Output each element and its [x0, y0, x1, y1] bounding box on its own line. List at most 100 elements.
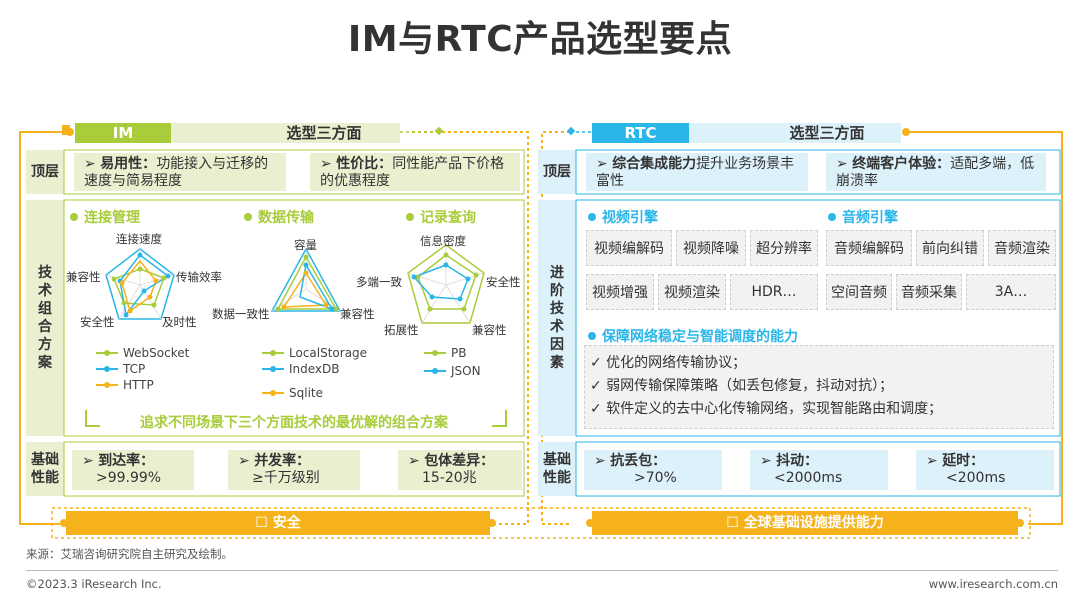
rtc-top-box-experience: ➢ 终端客户体验：适配多端，低崩溃率 — [826, 153, 1046, 191]
rtc-top-box-key: 综合集成能力 — [612, 156, 697, 172]
rtc-infrastructure-bar: ☐ 全球基础设施提供能力 — [592, 511, 1018, 535]
legend-item: PB — [424, 346, 466, 360]
network-item: ✓ 弱网传输保障策略（如丢包修复，抖动对抗）； — [590, 378, 894, 394]
rtc-section-video: 视频引擎 — [588, 207, 658, 227]
arrow-icon: ➢ — [760, 453, 772, 469]
rtc-top-box-text: 适配多端，低崩溃率 — [836, 156, 1035, 189]
rtc-top-box-text: 提升业务场景丰富性 — [596, 156, 795, 189]
legend-line-icon — [262, 390, 284, 396]
audio-item: 空间音频 — [826, 274, 892, 310]
legend-item: TCP — [96, 362, 145, 376]
audio-item: 音频渲染 — [988, 230, 1056, 266]
base-value: >70% — [634, 470, 677, 486]
legend-item: Sqlite — [262, 386, 323, 400]
rtc-adv-label-char: 因 — [550, 337, 564, 353]
rtc-tab: RTC — [624, 124, 657, 142]
im-tech-label-char: 案 — [38, 355, 52, 371]
section-title: 音频引擎 — [842, 210, 898, 226]
im-top-box-usability: ➢ 易用性：功能接入与迁移的速度与简易程度 — [74, 153, 286, 191]
legend-label: TCP — [123, 362, 146, 376]
base-key: 包体差异： — [424, 453, 495, 469]
audio-item: 音频编解码 — [826, 230, 912, 266]
bullet-icon — [828, 213, 836, 221]
rtc-adv-label: 进 阶 技 术 因 素 — [538, 200, 576, 436]
page-title: IM与RTC产品选型要点 — [347, 19, 733, 60]
arrow-icon: ➢ — [596, 156, 608, 172]
base-key: 延时： — [942, 453, 985, 469]
arrow-icon: ➢ — [926, 453, 938, 469]
legend-line-icon — [96, 366, 118, 372]
section-title: 记录查询 — [420, 210, 476, 226]
radar-axis-label: 数据一致性 — [212, 307, 270, 321]
radar-axis-label: 及时性 — [162, 315, 197, 329]
arrow-icon: ➢ — [836, 156, 848, 172]
network-item: ✓ 优化的网络传输协议； — [590, 355, 747, 371]
im-conclusion: 追求不同场景下三个方面技术的最优解的组合方案 — [140, 415, 448, 431]
rtc-base-box: ➢ 抗丢包： >70% — [584, 450, 722, 490]
legend-label: HTTP — [123, 378, 154, 392]
radar-charts — [105, 244, 485, 324]
network-list — [584, 345, 1054, 429]
im-base-box: ➢ 并发率： ≥千万级别 — [228, 450, 360, 490]
audio-item: 前向纠错 — [916, 230, 984, 266]
im-tech-label-char: 方 — [38, 337, 52, 353]
legend-line-icon — [262, 350, 284, 356]
legend-label: IndexDB — [289, 362, 340, 376]
video-item: 视频降噪 — [676, 230, 746, 266]
rtc-adv-label-char: 术 — [550, 319, 564, 335]
im-tech-label-char: 术 — [38, 283, 52, 299]
arrow-icon: ➢ — [408, 453, 420, 469]
radar-axis-label: 兼容性 — [472, 323, 507, 337]
bullet-icon — [70, 213, 78, 221]
base-key: 抖动： — [776, 453, 819, 469]
footer-copyright: ©2023.3 iResearch Inc. — [26, 577, 162, 591]
radar-axis-label: 安全性 — [486, 275, 521, 289]
rtc-section-network: 保障网络稳定与智能调度的能力 — [588, 326, 798, 346]
radar-axis-label: 多端一致 — [356, 275, 402, 289]
radar-axis-label: 兼容性 — [66, 270, 101, 284]
legend-item: HTTP — [96, 378, 154, 392]
rtc-subtitle: 选型三方面 — [789, 124, 865, 142]
base-key: 到达率： — [98, 453, 155, 469]
audio-item: 音频采集 — [896, 274, 962, 310]
section-title: 连接管理 — [84, 210, 140, 226]
footer-divider — [26, 570, 1058, 571]
radar-connection — [105, 248, 175, 320]
legend-item: LocalStorage — [262, 346, 367, 360]
radar-axis-label: 拓展性 — [384, 323, 419, 337]
im-tab: IM — [112, 124, 134, 142]
rtc-adv-label-char: 进 — [550, 265, 564, 281]
radar-axis-label: 连接速度 — [116, 232, 162, 246]
rtc-top-label: 顶层 — [543, 164, 571, 180]
im-section-records: 记录查询 — [406, 207, 476, 227]
arrow-icon: ➢ — [84, 156, 96, 172]
section-title: 视频引擎 — [602, 210, 658, 226]
video-item: 视频渲染 — [658, 274, 726, 310]
network-item: ✓ 软件定义的去中心化传输网络，实现智能路由和调度； — [590, 401, 943, 417]
im-tech-label-char: 合 — [38, 319, 52, 335]
video-item: 视频编解码 — [586, 230, 672, 266]
im-base-box: ➢ 到达率： >99.99% — [72, 450, 194, 490]
radar-axis-label: 容量 — [294, 238, 317, 252]
base-key: 抗丢包： — [610, 453, 667, 469]
im-top-box-text: 功能接入与迁移的速度与简易程度 — [84, 156, 269, 189]
im-top-box-cost: ➢ 性价比：同性能产品下价格的优惠程度 — [310, 153, 520, 191]
legend-label: JSON — [451, 364, 481, 378]
im-top-box-text: 同性能产品下价格的优惠程度 — [320, 156, 505, 189]
legend-item: IndexDB — [262, 362, 340, 376]
legend-line-icon — [96, 382, 118, 388]
footer-url[interactable]: www.iresearch.com.cn — [928, 577, 1058, 591]
footer-source: 来源：艾瑞咨询研究院自主研究及绘制。 — [26, 547, 233, 561]
rtc-adv-label-char: 阶 — [550, 283, 564, 299]
rtc-base-box: ➢ 抖动： <2000ms — [750, 450, 888, 490]
rtc-base-label: 基础性能 — [543, 452, 571, 486]
radar-axis-label: 兼容性 — [340, 307, 375, 321]
rtc-base-box: ➢ 延时： <200ms — [916, 450, 1054, 490]
radar-axis-label: 传输效率 — [176, 270, 222, 284]
bullet-icon — [588, 332, 596, 340]
radar-data — [270, 247, 342, 312]
legend-label: LocalStorage — [289, 346, 368, 360]
legend-line-icon — [262, 366, 284, 372]
bullet-icon — [244, 213, 252, 221]
im-top-box-key: 性价比： — [336, 156, 393, 172]
